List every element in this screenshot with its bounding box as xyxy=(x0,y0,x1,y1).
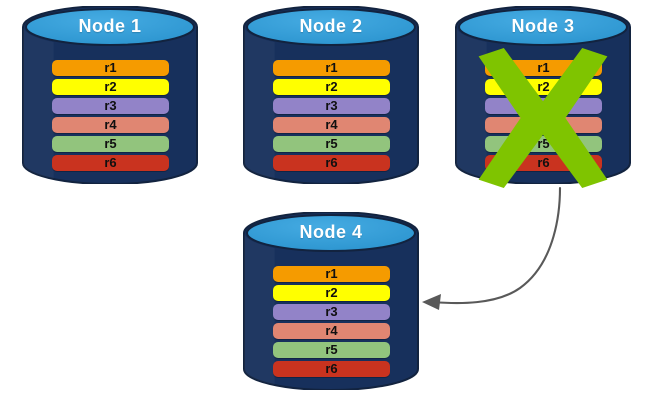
data-row-r6[interactable]: r6 xyxy=(273,155,390,171)
data-row-r4[interactable]: r4 xyxy=(52,117,169,133)
data-row-r2[interactable]: r2 xyxy=(273,285,390,301)
cylinder-shading xyxy=(23,27,54,179)
data-row-r1[interactable]: r1 xyxy=(273,60,390,76)
data-row-r5[interactable]: r5 xyxy=(273,342,390,358)
cylinder-top-ellipse xyxy=(246,214,416,252)
data-row-r2[interactable]: r2 xyxy=(273,79,390,95)
data-row-r1[interactable]: r1 xyxy=(52,60,169,76)
cylinder-shading xyxy=(244,233,275,385)
data-row-r4[interactable]: r4 xyxy=(273,117,390,133)
data-row-r1[interactable]: r1 xyxy=(273,266,390,282)
cylinder-top-ellipse xyxy=(458,8,628,46)
data-row-r6[interactable]: r6 xyxy=(485,155,602,171)
data-row-r3[interactable]: r3 xyxy=(273,304,390,320)
cylinder-top-ellipse xyxy=(246,8,416,46)
data-row-r6[interactable]: r6 xyxy=(273,361,390,377)
data-row-r5[interactable]: r5 xyxy=(485,136,602,152)
data-row-r3[interactable]: r3 xyxy=(273,98,390,114)
row-list: r1 r2 r3 r4 r5 r6 xyxy=(485,60,602,174)
data-row-r4[interactable]: r4 xyxy=(273,323,390,339)
cylinder-top-ellipse xyxy=(25,8,195,46)
data-row-r3[interactable]: r3 xyxy=(52,98,169,114)
data-row-r1[interactable]: r1 xyxy=(485,60,602,76)
row-list: r1 r2 r3 r4 r5 r6 xyxy=(273,60,390,174)
data-row-r4[interactable]: r4 xyxy=(485,117,602,133)
row-list: r1 r2 r3 r4 r5 r6 xyxy=(273,266,390,380)
data-row-r6[interactable]: r6 xyxy=(52,155,169,171)
data-row-r2[interactable]: r2 xyxy=(52,79,169,95)
row-list: r1 r2 r3 r4 r5 r6 xyxy=(52,60,169,174)
cylinder-shading xyxy=(456,27,487,179)
cylinder-shading xyxy=(244,27,275,179)
data-row-r5[interactable]: r5 xyxy=(52,136,169,152)
data-row-r5[interactable]: r5 xyxy=(273,136,390,152)
data-row-r3[interactable]: r3 xyxy=(485,98,602,114)
data-row-r2[interactable]: r2 xyxy=(485,79,602,95)
